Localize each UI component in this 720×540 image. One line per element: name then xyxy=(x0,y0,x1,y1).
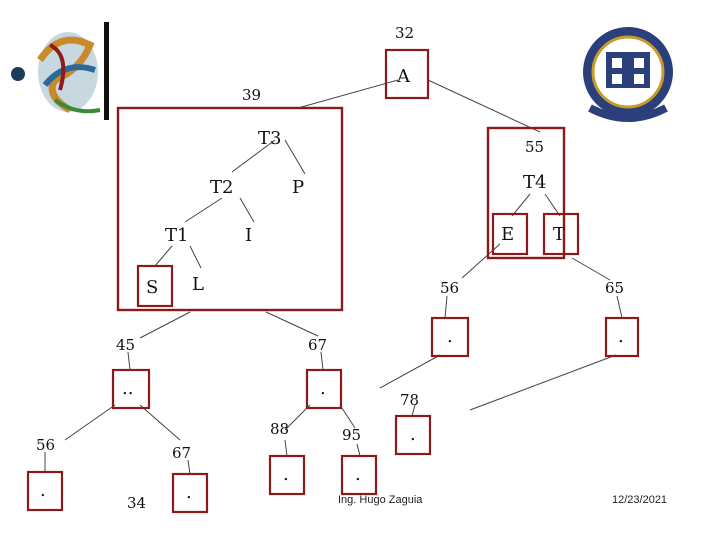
value-65: 65 xyxy=(605,279,624,297)
value-45: 45 xyxy=(116,336,135,354)
leaf-88-box xyxy=(268,454,306,496)
node-65-box xyxy=(604,316,640,358)
node-t-box xyxy=(542,212,580,256)
root-node-box xyxy=(384,48,430,100)
subtree-box-left xyxy=(116,106,344,312)
leaf-56-dot: . xyxy=(40,480,46,501)
leaf-88-dot: . xyxy=(283,464,289,485)
value-67a: 67 xyxy=(308,336,327,354)
value-78: 78 xyxy=(400,391,419,409)
value-67b: 67 xyxy=(172,444,191,462)
node-78-box xyxy=(394,414,432,456)
node-t3: T3 xyxy=(258,128,281,149)
spiral-logo-icon xyxy=(11,22,109,120)
tree-edges xyxy=(44,79,623,475)
node-56-box xyxy=(430,316,470,358)
node-56-dot: . xyxy=(447,326,453,347)
node-45-dot: .. xyxy=(122,378,133,399)
university-seal-icon xyxy=(570,22,685,124)
node-i: I xyxy=(245,225,252,246)
left-subtree-value: 39 xyxy=(242,86,261,104)
node-p: P xyxy=(292,177,304,198)
node-45-box xyxy=(111,368,151,410)
footer-author: Ing. Hugo Zaguia xyxy=(338,494,423,506)
right-subtree-value: 55 xyxy=(525,138,544,156)
node-t4: T4 xyxy=(523,172,546,193)
node-e-box xyxy=(491,212,529,256)
node-78-dot: . xyxy=(410,424,416,445)
value-34: 34 xyxy=(127,494,146,512)
subtree-box-right-top xyxy=(486,126,566,260)
node-t1: T1 xyxy=(165,225,188,246)
leaf-67-dot: . xyxy=(186,482,192,503)
node-s-box xyxy=(136,264,174,308)
value-56b: 56 xyxy=(36,436,55,454)
node-67a-box xyxy=(305,368,343,410)
leaf-95-box xyxy=(340,454,378,496)
value-95: 95 xyxy=(342,426,361,444)
value-88: 88 xyxy=(270,420,289,438)
root-value: 32 xyxy=(395,24,414,42)
footer-date: 12/23/2021 xyxy=(612,494,667,506)
node-l: L xyxy=(192,274,204,295)
node-e: E xyxy=(501,224,514,245)
node-t2: T2 xyxy=(210,177,233,198)
value-56: 56 xyxy=(440,279,459,297)
node-65-dot: . xyxy=(618,326,624,347)
node-t: T xyxy=(553,224,565,245)
leaf-56-box xyxy=(26,470,64,512)
node-s: S xyxy=(146,277,158,298)
node-67a-dot: . xyxy=(320,378,326,399)
root-label: A xyxy=(396,66,411,87)
leaf-67-box xyxy=(171,472,209,514)
leaf-95-dot: . xyxy=(355,464,361,485)
